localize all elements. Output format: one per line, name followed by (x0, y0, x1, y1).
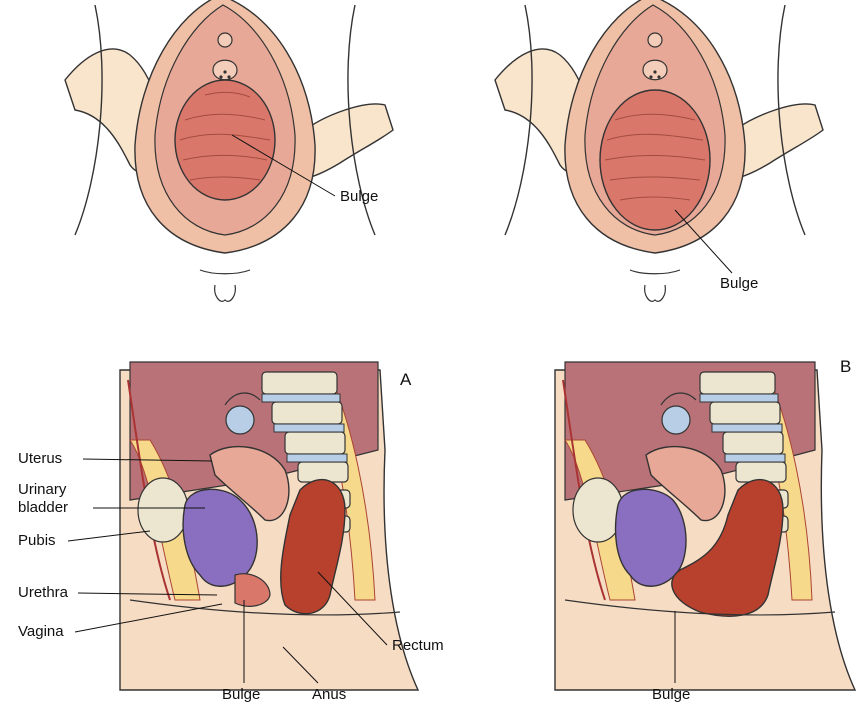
panel-a-letter: A (400, 370, 411, 390)
urinary-bladder-label-line1: Urinary (18, 482, 66, 498)
panel-b-letter: B (840, 357, 851, 377)
anus-label: Anus (312, 687, 346, 703)
top-left-perineal-view (65, 0, 393, 301)
panel-a-sagittal-view (120, 362, 418, 690)
panel-b-sagittal-view (555, 362, 855, 690)
vagina-label: Vagina (18, 624, 64, 640)
rectum-label: Rectum (392, 638, 444, 654)
top-left-bulge-label: Bulge (340, 189, 378, 205)
urethra-label: Urethra (18, 585, 68, 601)
uterus-label: Uterus (18, 451, 62, 467)
top-right-bulge-label: Bulge (720, 276, 758, 292)
top-right-perineal-view (495, 0, 823, 301)
pubis-label: Pubis (18, 533, 56, 549)
panel-b-bulge-label: Bulge (652, 687, 690, 703)
urinary-bladder-label-line2: bladder (18, 500, 68, 516)
panel-a-bulge-label: Bulge (222, 687, 260, 703)
